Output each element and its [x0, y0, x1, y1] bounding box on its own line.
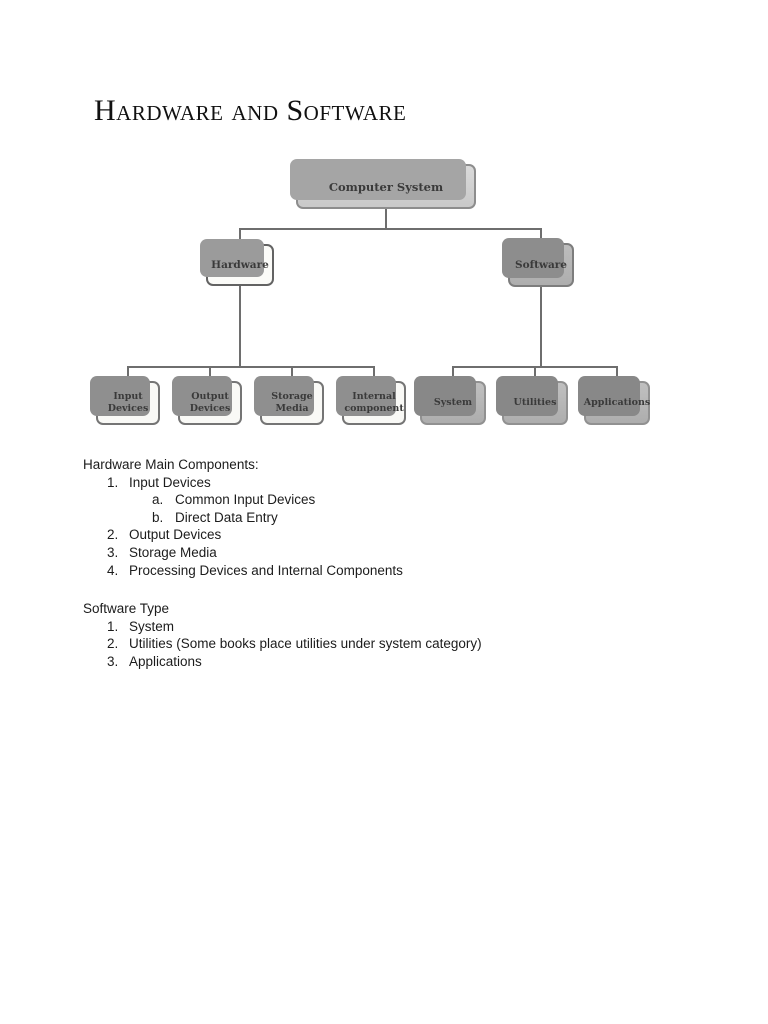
node-label: Input Devices: [107, 391, 149, 414]
connector-internal-drop: [373, 366, 375, 381]
node-utilities: Utilities: [496, 376, 568, 425]
list-item: b. Direct Data Entry: [83, 509, 703, 527]
node-output-devices: Output Devices: [172, 376, 242, 425]
node-label: System: [433, 397, 473, 409]
list-marker: 1.: [107, 474, 119, 490]
list-marker: 2.: [107, 636, 119, 652]
list-marker: 3.: [107, 544, 119, 560]
node-label: Storage Media: [271, 391, 313, 414]
list-text: Processing Devices and Internal Componen…: [129, 562, 403, 578]
list-item: 1. System: [83, 618, 703, 636]
node-storage-media: Storage Media: [254, 376, 324, 425]
list-item: 3. Storage Media: [83, 544, 703, 562]
connector-hardware-drop: [239, 228, 241, 244]
list-marker: 2.: [107, 527, 119, 543]
node-label: Hardware: [211, 259, 269, 271]
node-input-devices: Input Devices: [90, 376, 160, 425]
page-title: Hardware and Software: [94, 94, 407, 127]
node-label: Computer System: [328, 179, 444, 194]
list-text: Applications: [129, 653, 202, 669]
list-text: Output Devices: [129, 527, 222, 543]
list-text: Storage Media: [129, 544, 217, 560]
node-label: Utilities: [513, 397, 557, 409]
connector-root-stem: [385, 209, 387, 228]
list-item: 4. Processing Devices and Internal Compo…: [83, 562, 703, 580]
node-hardware: Hardware: [200, 239, 274, 286]
node-label: Output Devices: [189, 391, 231, 414]
connector-storage-drop: [291, 366, 293, 381]
node-internal-component: Internal component: [336, 376, 406, 425]
connector-system-drop: [452, 366, 454, 381]
list-marker: a.: [152, 492, 164, 508]
list-text: Direct Data Entry: [175, 509, 278, 525]
list-item: 3. Applications: [83, 653, 703, 671]
connector-applications-drop: [616, 366, 618, 381]
node-label: Internal component: [344, 391, 404, 414]
connector-utilities-drop: [534, 366, 536, 381]
node-applications: Applications: [578, 376, 651, 425]
body-text: Hardware Main Components: 1. Input Devic…: [83, 456, 703, 671]
list-marker: b.: [152, 509, 164, 525]
connector-software-drop: [540, 228, 542, 244]
list-item: 2. Output Devices: [83, 526, 703, 544]
hardware-list-heading: Hardware Main Components:: [83, 457, 259, 472]
software-list-heading: Software Type: [83, 601, 170, 617]
node-label: Software: [514, 259, 567, 271]
node-label: Applications: [583, 397, 651, 409]
list-marker: 1.: [107, 618, 119, 634]
connector-software-stem: [540, 287, 542, 366]
connector-input-drop: [127, 366, 129, 381]
list-marker: 4.: [107, 562, 119, 578]
connector-top-bar: [239, 228, 542, 230]
list-item: 2. Utilities (Some books place utilities…: [83, 635, 703, 653]
node-system: System: [414, 376, 486, 425]
node-software: Software: [502, 238, 574, 287]
list-text: Utilities (Some books place utilities un…: [129, 636, 482, 652]
list-text: Input Devices: [129, 474, 211, 490]
connector-output-drop: [209, 366, 211, 381]
node-computer-system: Computer System: [290, 159, 476, 209]
section-gap: [83, 579, 703, 600]
connector-hardware-bar: [127, 366, 375, 368]
list-text: System: [129, 618, 175, 634]
list-item: 1. Input Devices: [83, 474, 703, 492]
list-item: a. Common Input Devices: [83, 491, 703, 509]
connector-hardware-stem: [239, 286, 241, 366]
list-text: Common Input Devices: [175, 492, 316, 508]
list-marker: 3.: [107, 653, 119, 669]
